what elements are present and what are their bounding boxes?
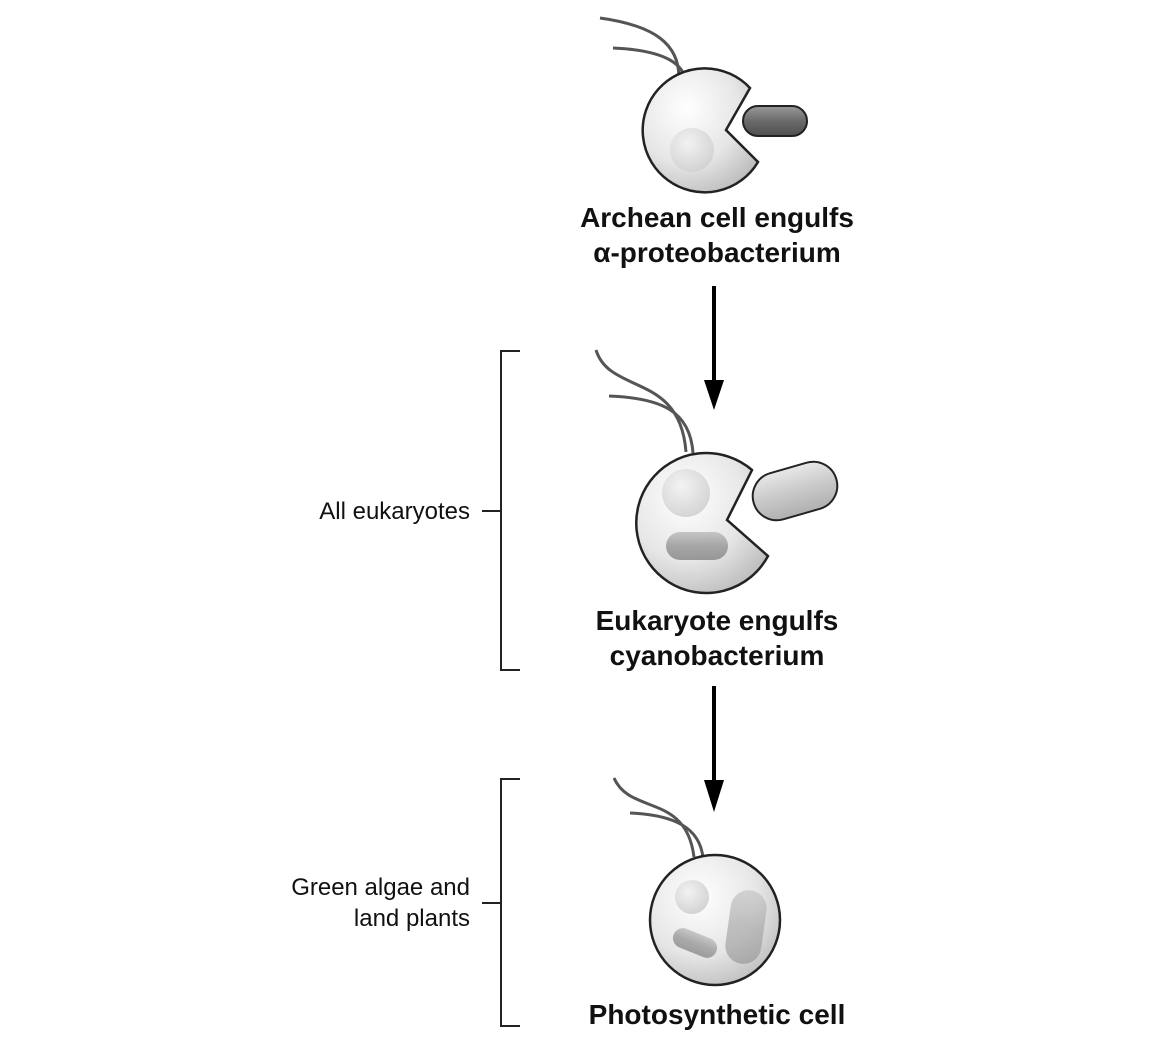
stage-label-photosynthetic: Photosynthetic cell (517, 997, 917, 1032)
stage-label-line: Photosynthetic cell (588, 999, 846, 1030)
stage-label-archean: Archean cell engulfs α-proteobacterium (517, 200, 917, 270)
group-label-line: Green algae and (291, 874, 470, 901)
flagellum-strand (599, 16, 681, 89)
stage-label-eukaryote: Eukaryote engulfs cyanobacterium (517, 603, 917, 673)
stage-label-line: α-proteobacterium (593, 237, 841, 268)
group-label-line: land plants (353, 905, 470, 932)
flagellum-strand (594, 349, 688, 453)
cyanobacterium (751, 460, 839, 522)
eukaryote-cell-body (635, 451, 770, 595)
group-label-line: All eukaryotes (319, 498, 470, 525)
nucleus (670, 128, 714, 172)
arrow-2 (704, 686, 724, 812)
nucleus (662, 469, 710, 517)
eukaryote-cell (594, 349, 770, 595)
alpha-proteobacterium (742, 105, 808, 137)
stage-label-line: Archean cell engulfs (580, 202, 854, 233)
mitochondrion (672, 928, 718, 958)
bracket-green-algae (482, 778, 520, 1027)
stage-label-line: cyanobacterium (609, 640, 825, 671)
flagellum-strand (612, 777, 696, 858)
nucleus (675, 880, 709, 914)
group-label-green-algae: Green algae and land plants (170, 872, 470, 934)
chloroplast (725, 890, 767, 964)
stage-label-line: Eukaryote engulfs (595, 605, 839, 636)
arrow-1 (704, 286, 724, 410)
group-label-all-eukaryotes: All eukaryotes (170, 496, 470, 527)
flagellum-strand (608, 394, 695, 454)
flagellum-strand (629, 811, 705, 859)
photosynthetic-cell (612, 777, 782, 987)
archean-cell (599, 16, 760, 194)
bracket-all-eukaryotes (482, 350, 520, 671)
mitochondrion (666, 532, 728, 560)
